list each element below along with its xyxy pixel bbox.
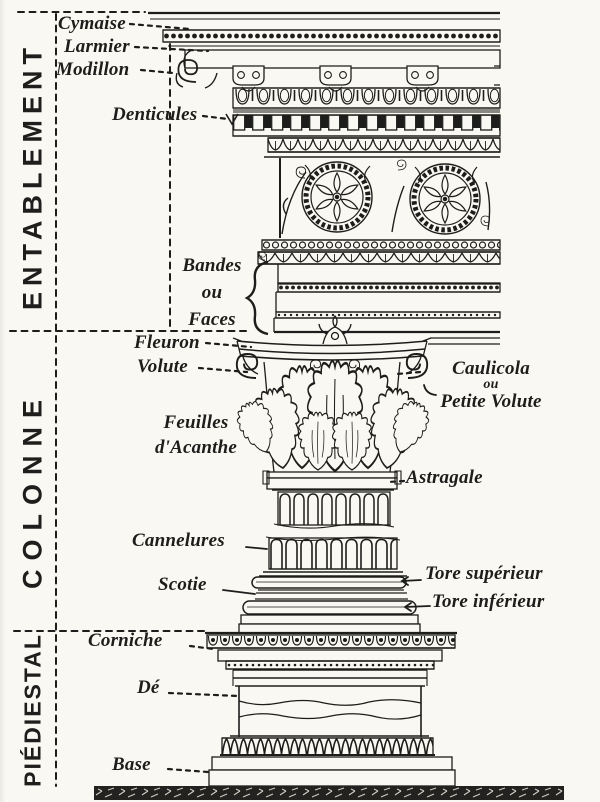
section-boundary-dashes — [9, 11, 252, 787]
entablature-engraving — [148, 11, 501, 345]
fleuron-ornament — [318, 314, 352, 345]
pedestal-dado — [238, 686, 422, 737]
bandes-brace — [244, 260, 269, 336]
label-modillon: Modillon — [56, 59, 130, 80]
label-feuilles-line2: d'Acanthe — [154, 437, 238, 458]
leader-astragale — [386, 479, 406, 484]
frieze-cyma-molding — [264, 137, 501, 158]
leader-tore-inferieur — [403, 602, 431, 612]
tore-superieur-molding — [251, 576, 407, 589]
label-corniche: Corniche — [88, 630, 163, 651]
pedestal-corniche — [205, 631, 457, 687]
capital-engraving — [231, 314, 435, 529]
ground-hatch — [94, 786, 564, 800]
egg-and-dart-molding — [232, 87, 501, 113]
astragale-molding — [262, 470, 402, 490]
label-bandes-ou-faces: Bandes ou Faces — [166, 252, 258, 333]
section-label-entablement: ENTABLEMENT — [17, 42, 48, 310]
leader-cannelures — [245, 546, 268, 550]
solid-leader-lines — [222, 384, 437, 612]
leader-base — [166, 767, 210, 774]
leader-volute — [197, 366, 249, 374]
architrave-fasciae — [273, 264, 501, 334]
label-bandes-line2: ou — [201, 282, 223, 303]
acanthus-foliage — [231, 359, 435, 473]
label-bandes-line1: Bandes — [182, 255, 242, 276]
label-base: Base — [112, 754, 151, 775]
leader-larmier — [133, 45, 210, 53]
leader-denticules — [201, 114, 230, 121]
frieze-base-moldings — [257, 239, 501, 265]
label-volute: Volute — [137, 356, 188, 377]
label-feuilles-acanthe: Feuilles d'Acanthe — [143, 410, 249, 460]
denticule-row — [225, 113, 501, 137]
scotie-molding — [255, 589, 408, 600]
label-fleuron: Fleuron — [134, 332, 200, 353]
label-feuilles-line1: Feuilles — [163, 412, 229, 433]
label-cymaise: Cymaise — [58, 13, 126, 34]
leader-de — [167, 691, 240, 698]
abacus — [232, 337, 432, 361]
leader-caulicole — [395, 370, 422, 376]
larmier-corona — [183, 49, 501, 69]
leader-fleuron — [204, 341, 253, 349]
label-astragale: Astragale — [406, 467, 483, 488]
scan-edge-artifact — [0, 0, 6, 802]
label-cannelures: Cannelures — [132, 530, 225, 551]
leader-scotie — [222, 589, 256, 595]
section-label-colonne: COLONNE — [17, 391, 48, 589]
section-label-piedestal: PIÉDIESTAL — [19, 633, 46, 787]
label-caulicole-line2: ou — [483, 377, 499, 392]
label-tore-superieur: Tore supérieur — [425, 563, 543, 584]
neck-flutes — [272, 489, 395, 529]
label-scotie: Scotie — [158, 574, 207, 595]
leader-modillon — [139, 68, 175, 75]
volute-left — [235, 353, 259, 379]
frieze-rinceau — [279, 158, 491, 238]
label-caulicole-line1: Caulicola — [452, 358, 530, 379]
tore-inferieur-molding — [242, 600, 417, 615]
leader-corniche — [188, 644, 215, 651]
architrave-soffit — [428, 337, 500, 345]
leader-cymaise — [128, 22, 192, 31]
leader-tore-superieur — [400, 576, 422, 586]
label-tore-inferieur: Tore inférieur — [432, 591, 545, 612]
pedestal-base-molding — [220, 735, 435, 756]
label-caulicole-line3: Petite Volute — [440, 391, 542, 412]
label-de: Dé — [137, 677, 160, 698]
modillon-row — [175, 59, 500, 92]
column-plinth — [238, 614, 421, 634]
cannelures-drum — [265, 536, 401, 570]
cymaise-molding — [148, 11, 501, 47]
label-caulicole: Caulicola ou Petite Volute — [420, 359, 562, 411]
label-leader-lines — [128, 22, 422, 774]
conge-fillets — [259, 571, 407, 577]
label-denticules: Denticules — [112, 104, 198, 125]
pedestal-engraving — [205, 631, 457, 787]
pedestal-plinth — [208, 756, 456, 787]
label-bandes-line3: Faces — [188, 309, 236, 330]
leader-petite-volute-hook — [423, 384, 437, 396]
label-larmier: Larmier — [64, 36, 130, 57]
column-base-engraving — [238, 536, 421, 634]
